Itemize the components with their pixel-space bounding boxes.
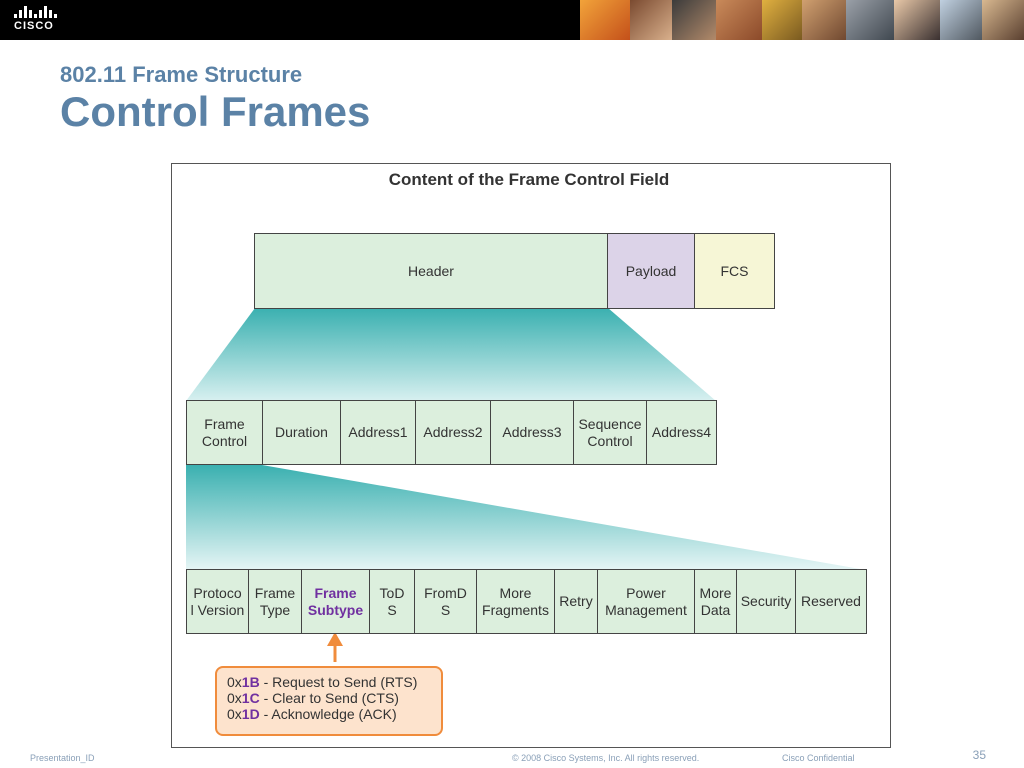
fc-field-line2: S xyxy=(441,602,450,618)
cisco-logo: CISCO xyxy=(14,6,64,34)
header-field-address3: Address3 xyxy=(490,400,574,465)
banner-photos xyxy=(580,0,1024,40)
photo-strip-8 xyxy=(894,0,940,40)
header-field-address2: Address2 xyxy=(415,400,491,465)
subtype-item: 0x1C - Clear to Send (CTS) xyxy=(227,690,431,706)
fc-field-security: Security xyxy=(736,569,796,634)
photo-strip-6 xyxy=(802,0,846,40)
fc-field-line2: Management xyxy=(605,602,687,618)
page-number: 35 xyxy=(973,748,986,762)
subtype-item: 0x1B - Request to Send (RTS) xyxy=(227,674,431,690)
subtype-item: 0x1D - Acknowledge (ACK) xyxy=(227,706,431,722)
fc-field-line2: Type xyxy=(260,602,290,618)
frame-part-fcs: FCS xyxy=(694,233,775,309)
fc-field-retry: Retry xyxy=(554,569,598,634)
header-field-frame-control: Frame Control xyxy=(186,400,263,465)
fc-field-line2: Subtype xyxy=(308,602,363,618)
fc-field-line1: More xyxy=(700,585,732,601)
fc-field-line1: More xyxy=(500,585,532,601)
cisco-logo-text: CISCO xyxy=(14,20,54,32)
frame-part-header: Header xyxy=(254,233,608,309)
header-field-address1: Address1 xyxy=(340,400,416,465)
fc-field-line1: Frame xyxy=(314,585,356,601)
header-field-label: Sequence Control xyxy=(575,416,645,450)
fc-field-reserved: Reserved xyxy=(795,569,867,634)
fc-field-line2: S xyxy=(387,602,396,618)
subtype-prefix: 0x xyxy=(227,690,242,706)
subtype-code: 1D xyxy=(242,706,260,722)
subtype-prefix: 0x xyxy=(227,706,242,722)
fc-field-line1: Frame xyxy=(255,585,295,601)
photo-strip-1 xyxy=(580,0,630,40)
slide-subtitle: 802.11 Frame Structure xyxy=(60,62,302,88)
subtype-callout: 0x1B - Request to Send (RTS) 0x1C - Clea… xyxy=(215,666,443,736)
photo-strip-10 xyxy=(982,0,1024,40)
fc-field-line2: Fragments xyxy=(482,602,549,618)
photo-strip-3 xyxy=(672,0,716,40)
subtype-code: 1B xyxy=(242,674,260,690)
fc-field-line1: ToD xyxy=(380,585,405,601)
fc-field-line2: Data xyxy=(701,602,731,618)
slide-title: Control Frames xyxy=(60,88,370,136)
subtype-desc: - Acknowledge (ACK) xyxy=(260,706,397,722)
photo-strip-9 xyxy=(940,0,982,40)
photo-strip-2 xyxy=(630,0,672,40)
subtype-prefix: 0x xyxy=(227,674,242,690)
footer-presentation-id: Presentation_ID xyxy=(30,753,95,763)
subtype-code: 1C xyxy=(242,690,260,706)
header-field-sequence-control: Sequence Control xyxy=(573,400,647,465)
photo-strip-4 xyxy=(716,0,762,40)
fc-field-line1: Protoco xyxy=(193,585,241,601)
header-field-address4: Address4 xyxy=(646,400,717,465)
header-field-duration: Duration xyxy=(262,400,341,465)
fc-field-line1: Power xyxy=(626,585,666,601)
frame-part-payload: Payload xyxy=(607,233,695,309)
cisco-logo-bars-icon xyxy=(14,6,64,18)
top-banner: CISCO xyxy=(0,0,1024,40)
footer-confidential: Cisco Confidential xyxy=(782,753,855,763)
photo-strip-5 xyxy=(762,0,802,40)
diagram-title: Content of the Frame Control Field xyxy=(0,170,1024,190)
subtype-desc: - Clear to Send (CTS) xyxy=(260,690,399,706)
footer-copyright: © 2008 Cisco Systems, Inc. All rights re… xyxy=(512,753,699,763)
fc-field-line2: l Version xyxy=(191,602,245,618)
fc-field-line1: FromD xyxy=(424,585,467,601)
photo-strip-7 xyxy=(846,0,894,40)
subtype-desc: - Request to Send (RTS) xyxy=(260,674,418,690)
header-field-label: Frame Control xyxy=(200,416,250,450)
